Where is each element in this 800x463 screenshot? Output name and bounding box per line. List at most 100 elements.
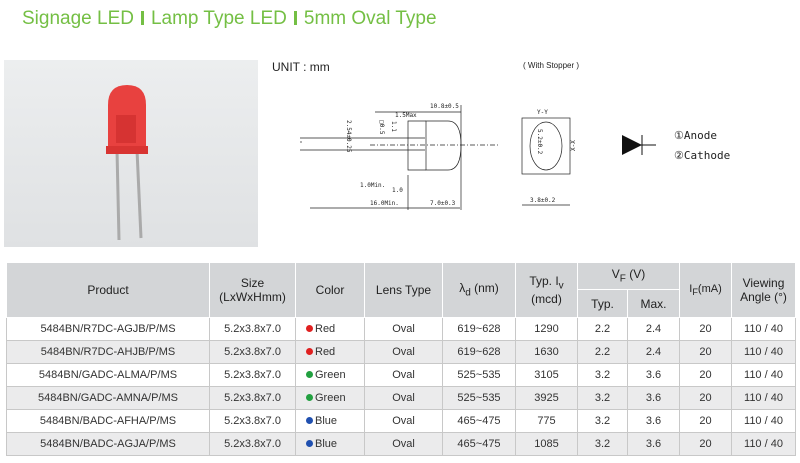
cell-vmax: 3.6 bbox=[627, 386, 680, 410]
color-dot-icon bbox=[306, 394, 313, 401]
cell-wl: 619~628 bbox=[442, 317, 516, 341]
cell-vmax: 2.4 bbox=[627, 340, 680, 364]
separator bbox=[140, 11, 144, 25]
color-label: Blue bbox=[315, 438, 338, 450]
header-wavelength: λd (nm) bbox=[442, 262, 516, 318]
dim-stopper-thickness: 1.1 bbox=[390, 121, 397, 132]
cell-wl: 619~628 bbox=[442, 340, 516, 364]
anode-label: ①Anode bbox=[674, 129, 717, 142]
cell-vtyp: 3.2 bbox=[577, 409, 628, 433]
cell-iv: 3105 bbox=[515, 363, 578, 387]
cell-size: 5.2x3.8x7.0 bbox=[209, 317, 296, 341]
color-dot-icon bbox=[306, 325, 313, 332]
cell-lens: Oval bbox=[364, 317, 443, 341]
cell-lens: Oval bbox=[364, 386, 443, 410]
dimension-drawing: 10.8±0.5 1.5Max □0.5 1.1 2.54±0.25 1.0 1… bbox=[300, 103, 730, 210]
header-product: Product bbox=[6, 262, 210, 318]
color-label: Red bbox=[315, 323, 336, 335]
cell-vtyp: 2.2 bbox=[577, 340, 628, 364]
cell-product: 5484BN/BADC-AFHA/P/MS bbox=[6, 409, 210, 433]
header-lens: Lens Type bbox=[364, 262, 443, 318]
dim-body: 7.0±0.3 bbox=[430, 200, 456, 207]
cell-product: 5484BN/BADC-AGJA/P/MS bbox=[6, 432, 210, 456]
dim-pitch: 2.54±0.25 bbox=[345, 120, 352, 153]
title-part: Lamp Type LED bbox=[150, 8, 287, 29]
cell-if: 20 bbox=[679, 409, 732, 433]
cell-iv: 1630 bbox=[515, 340, 578, 364]
color-label: Blue bbox=[315, 415, 338, 427]
cell-size: 5.2x3.8x7.0 bbox=[209, 432, 296, 456]
cell-product: 5484BN/R7DC-AHJB/P/MS bbox=[6, 340, 210, 364]
spec-table: Product Size(LxWxHmm) Color Lens Type λd… bbox=[6, 262, 796, 456]
color-dot-icon bbox=[306, 417, 313, 424]
stopper-label: ( With Stopper ) bbox=[523, 61, 580, 70]
cell-angle: 110 / 40 bbox=[731, 363, 796, 387]
cell-wl: 465~475 bbox=[442, 409, 516, 433]
cell-vmax: 2.4 bbox=[627, 317, 680, 341]
cell-vmax: 3.6 bbox=[627, 409, 680, 433]
cell-vmax: 3.6 bbox=[627, 432, 680, 456]
header-if: IF(mA) bbox=[679, 262, 732, 318]
dim-min: 1.0Min. bbox=[360, 182, 385, 189]
label-xx: X-X bbox=[570, 140, 577, 151]
cell-color: Red bbox=[295, 317, 365, 341]
cell-product: 5484BN/GADC-AMNA/P/MS bbox=[6, 386, 210, 410]
cell-product: 5484BN/R7DC-AGJB/P/MS bbox=[6, 317, 210, 341]
unit-label: UNIT : mm bbox=[272, 60, 330, 74]
color-dot-icon bbox=[306, 440, 313, 447]
cell-vtyp: 3.2 bbox=[577, 432, 628, 456]
cell-if: 20 bbox=[679, 363, 732, 387]
cell-iv: 3925 bbox=[515, 386, 578, 410]
product-photo bbox=[4, 60, 258, 247]
dim-length: 10.8±0.5 bbox=[430, 103, 459, 110]
color-label: Green bbox=[315, 369, 346, 381]
cell-product: 5484BN/GADC-ALMA/P/MS bbox=[6, 363, 210, 387]
title-part: Signage LED bbox=[22, 8, 134, 29]
cell-size: 5.2x3.8x7.0 bbox=[209, 386, 296, 410]
cell-lens: Oval bbox=[364, 409, 443, 433]
led-image bbox=[106, 85, 148, 241]
cell-if: 20 bbox=[679, 386, 732, 410]
cell-vtyp: 3.2 bbox=[577, 386, 628, 410]
cell-vtyp: 2.2 bbox=[577, 317, 628, 341]
cell-color: Blue bbox=[295, 432, 365, 456]
dim-depth: 3.8±0.2 bbox=[530, 197, 556, 204]
cell-if: 20 bbox=[679, 340, 732, 364]
cell-lens: Oval bbox=[364, 432, 443, 456]
dim-lead-length: 16.0Min. bbox=[370, 200, 399, 207]
color-label: Red bbox=[315, 346, 336, 358]
cell-color: Blue bbox=[295, 409, 365, 433]
cell-color: Green bbox=[295, 363, 365, 387]
cell-wl: 465~475 bbox=[442, 432, 516, 456]
dim-lead: □0.5 bbox=[378, 120, 385, 135]
cell-angle: 110 / 40 bbox=[731, 432, 796, 456]
cell-color: Green bbox=[295, 386, 365, 410]
color-label: Green bbox=[315, 392, 346, 404]
cell-angle: 110 / 40 bbox=[731, 386, 796, 410]
cell-angle: 110 / 40 bbox=[731, 317, 796, 341]
cell-iv: 775 bbox=[515, 409, 578, 433]
cell-wl: 525~535 bbox=[442, 386, 516, 410]
cell-vmax: 3.6 bbox=[627, 363, 680, 387]
cell-lens: Oval bbox=[364, 363, 443, 387]
cell-color: Red bbox=[295, 340, 365, 364]
cell-if: 20 bbox=[679, 432, 732, 456]
cell-vtyp: 3.2 bbox=[577, 363, 628, 387]
cell-wl: 525~535 bbox=[442, 363, 516, 387]
cell-angle: 110 / 40 bbox=[731, 340, 796, 364]
color-dot-icon bbox=[306, 348, 313, 355]
dim-stopper: 1.5Max bbox=[395, 112, 417, 119]
title-part: 5mm Oval Type bbox=[303, 8, 437, 29]
color-dot-icon bbox=[306, 371, 313, 378]
header-intensity: Typ. Iv(mcd) bbox=[515, 262, 578, 318]
header-vf-max: Max. bbox=[627, 289, 680, 318]
cell-lens: Oval bbox=[364, 340, 443, 364]
cell-size: 5.2x3.8x7.0 bbox=[209, 409, 296, 433]
cell-iv: 1085 bbox=[515, 432, 578, 456]
